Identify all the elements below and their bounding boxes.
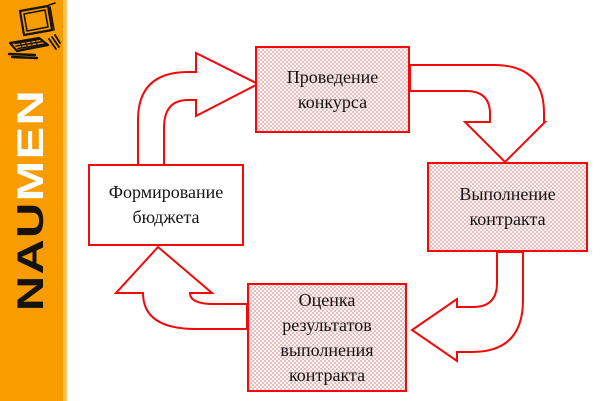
node-tender: Проведение конкурса <box>255 46 410 133</box>
node-contract: Выполнение контракта <box>427 162 588 252</box>
arrow-contract-to-evaluation <box>410 251 524 363</box>
node-budget: Формирование бюджета <box>88 164 244 246</box>
node-tender-line1: Проведение <box>286 66 379 87</box>
sidebar-edge-stripe <box>63 0 67 401</box>
node-evaluation-line2: результатов <box>282 314 372 335</box>
node-tender-line2: конкурса <box>297 91 368 112</box>
node-budget-line1: Формирование <box>108 182 224 202</box>
node-evaluation: Оценка результатов выполнения контракта <box>247 283 407 392</box>
brand-sidebar: NAUMEN <box>0 0 63 401</box>
node-contract-line2: контракта <box>469 209 546 229</box>
node-budget-line2: бюджета <box>132 207 200 227</box>
computer-sketch-icon <box>7 2 61 60</box>
arrow-evaluation-to-budget <box>113 245 248 330</box>
node-evaluation-line1: Оценка <box>298 289 356 310</box>
node-evaluation-line3: выполнения <box>280 339 374 360</box>
arrow-budget-to-tender <box>137 51 261 166</box>
arrow-tender-to-contract <box>409 64 548 164</box>
node-contract-line1: Выполнение <box>459 184 556 204</box>
node-evaluation-line4: контракта <box>288 364 366 385</box>
